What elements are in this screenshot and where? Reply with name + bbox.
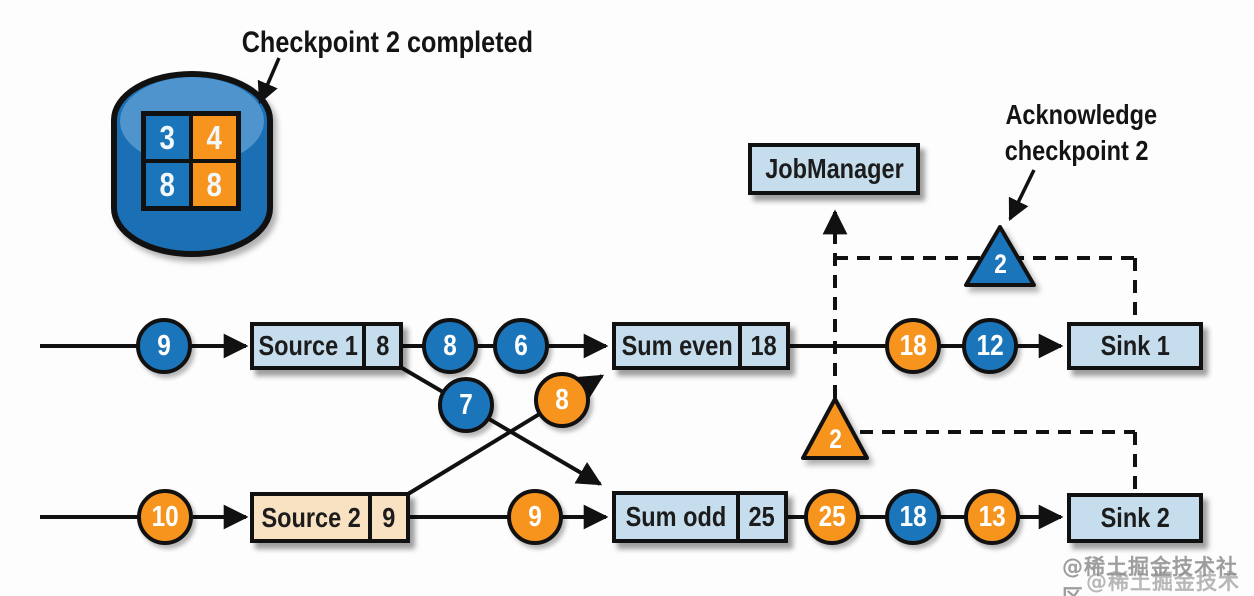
sink1-label: Sink 1 xyxy=(1071,326,1199,366)
source2-box: Source 2 9 xyxy=(250,492,410,543)
record-value: 8 xyxy=(443,329,457,362)
record-circle: 6 xyxy=(493,318,549,374)
checkpoint-completed-text: Checkpoint 2 completed xyxy=(241,26,533,59)
source2-state-value: 9 xyxy=(382,501,396,533)
record-circle: 10 xyxy=(137,489,193,545)
jobmanager-box: JobManager xyxy=(748,143,920,195)
watermark-line2: @稀土掘金技术社区 xyxy=(1086,570,1240,594)
record-circle: 18 xyxy=(885,489,941,545)
barrier-triangle-blue xyxy=(964,225,1036,287)
record-value: 18 xyxy=(899,500,927,533)
record-value: 10 xyxy=(151,500,179,533)
record-value: 25 xyxy=(818,500,846,533)
source2-text: Source 2 xyxy=(261,501,361,533)
annotation-arrows xyxy=(257,57,1036,221)
source1-state-value: 8 xyxy=(375,330,390,361)
sink2-text: Sink 2 xyxy=(1100,502,1170,533)
sum-odd-state-cell: 25 xyxy=(736,495,784,539)
jobmanager-text: JobManager xyxy=(764,153,904,184)
barrier-blue-text: 2 xyxy=(994,249,1008,279)
record-value: 13 xyxy=(978,500,1006,533)
record-circle: 8 xyxy=(534,372,590,428)
acknowledge-line2: checkpoint 2 xyxy=(1004,134,1149,166)
store-cell-value: 4 xyxy=(206,118,223,156)
acknowledge-line1: Acknowledge xyxy=(1005,99,1158,130)
record-value: 9 xyxy=(157,329,171,362)
acknowledge-label: Acknowledge checkpoint 2 xyxy=(991,97,1191,169)
sink1-box: Sink 1 xyxy=(1067,322,1203,370)
source1-state-cell: 8 xyxy=(362,326,399,366)
store-cell: 8 xyxy=(191,161,238,208)
sum-odd-label: Sum odd xyxy=(616,495,736,539)
sum-even-state-cell: 18 xyxy=(738,326,786,366)
store-cell: 3 xyxy=(144,114,191,161)
source1-label: Source 1 xyxy=(254,326,362,366)
record-circle: 12 xyxy=(962,318,1018,374)
sum-even-state-value: 18 xyxy=(750,330,778,361)
record-circle: 9 xyxy=(507,489,563,545)
record-value: 7 xyxy=(459,388,473,421)
record-circle: 8 xyxy=(422,318,478,374)
record-circle: 18 xyxy=(885,318,941,374)
source1-box: Source 1 8 xyxy=(250,322,403,370)
record-value: 8 xyxy=(555,383,569,416)
barrier-blue-value: 2 xyxy=(986,249,1016,280)
sum-odd-text: Sum odd xyxy=(625,501,727,532)
source2-state-cell: 9 xyxy=(368,496,406,539)
sum-even-label: Sum even xyxy=(616,326,738,366)
record-circle: 25 xyxy=(804,489,860,545)
checkpoint-completed-label: Checkpoint 2 completed xyxy=(214,26,533,60)
record-value: 9 xyxy=(528,500,542,533)
store-cell-value: 8 xyxy=(206,165,223,203)
record-circle: 13 xyxy=(964,489,1020,545)
source2-label: Source 2 xyxy=(254,496,368,539)
barrier-orange-text: 2 xyxy=(829,424,843,454)
watermark-line1: @稀土掘金技术社区 xyxy=(1062,555,1238,596)
source1-text: Source 1 xyxy=(258,330,358,361)
store-cell: 4 xyxy=(191,114,238,161)
sum-even-box: Sum even 18 xyxy=(612,322,790,370)
sink1-text: Sink 1 xyxy=(1100,330,1170,361)
sum-odd-state-value: 25 xyxy=(748,501,776,532)
record-value: 6 xyxy=(514,329,528,362)
record-value: 12 xyxy=(976,329,1004,362)
store-cell: 8 xyxy=(144,161,191,208)
barrier-triangle-orange xyxy=(801,397,869,460)
record-circle: 9 xyxy=(136,318,192,374)
checkpoint-store-grid: 3 4 8 8 xyxy=(141,111,241,211)
jobmanager-label: JobManager xyxy=(752,147,916,191)
sink2-box: Sink 2 xyxy=(1067,493,1203,543)
sink2-label: Sink 2 xyxy=(1071,497,1199,539)
record-value: 18 xyxy=(899,329,927,362)
sum-odd-box: Sum odd 25 xyxy=(612,491,788,543)
record-circle: 7 xyxy=(438,377,494,433)
ack-dashed-paths xyxy=(822,209,1137,489)
store-cell-value: 8 xyxy=(159,165,176,203)
barrier-orange-value: 2 xyxy=(821,424,851,455)
store-cell-value: 3 xyxy=(159,118,176,156)
sum-even-text: Sum even xyxy=(621,330,733,361)
